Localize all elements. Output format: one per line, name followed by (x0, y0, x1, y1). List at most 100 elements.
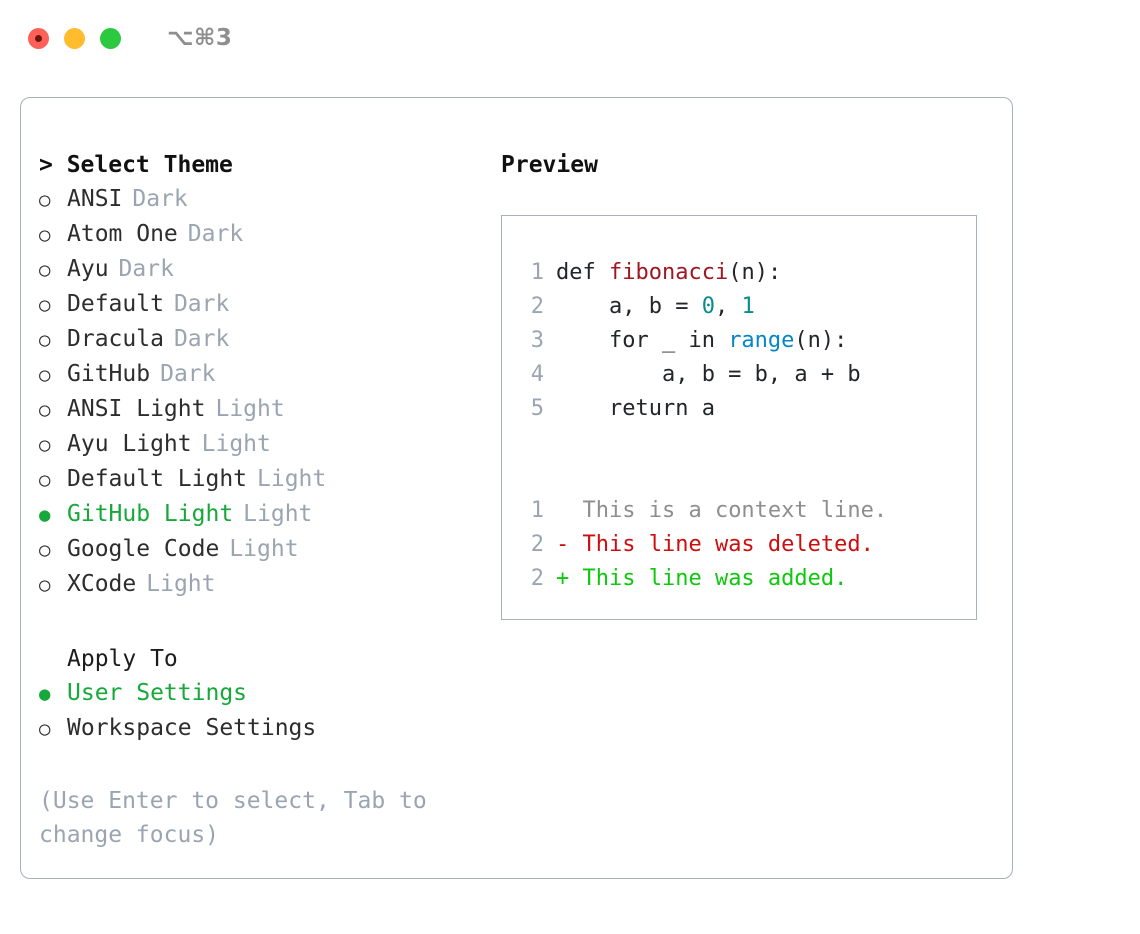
apply-to-list[interactable]: ● User Settings ○ Workspace Settings (39, 676, 479, 746)
code-token: return a (556, 396, 715, 421)
code-token: for _ in (556, 328, 729, 353)
theme-option-kind: Light (201, 431, 271, 457)
radio-unselected-icon[interactable]: ○ (39, 434, 51, 456)
diff-sign (556, 494, 569, 528)
code-token: 0 (701, 294, 715, 319)
radio-unselected-icon[interactable]: ○ (39, 224, 51, 246)
close-button[interactable] (28, 27, 49, 49)
theme-option-name: Ayu Light (67, 431, 192, 457)
code-token: fibonacci (608, 260, 729, 285)
code-blank-line (518, 426, 966, 460)
theme-option-kind: Light (257, 466, 327, 492)
apply-to-option-row[interactable]: ○ Workspace Settings (39, 711, 479, 746)
code-line-content: return a (556, 392, 715, 426)
radio-selected-icon[interactable]: ● (39, 683, 51, 705)
code-line-content: def fibonacci(n): (556, 256, 781, 290)
zoom-button[interactable] (100, 27, 121, 49)
code-token: 1 (741, 294, 755, 319)
window-controls (28, 27, 121, 49)
theme-option-row[interactable]: ● GitHub Light Light (39, 497, 479, 532)
theme-option-kind: Light (146, 571, 216, 597)
keyboard-shortcut-label: ⌥⌘3 (167, 25, 233, 51)
theme-option-name: GitHub Light (67, 501, 234, 527)
code-token: (n): (794, 328, 848, 353)
radio-unselected-icon[interactable]: ○ (39, 189, 51, 211)
diff-line-number: 1 (530, 498, 544, 523)
code-token: def (556, 260, 609, 285)
code-blank-line (518, 460, 966, 494)
radio-unselected-icon[interactable]: ○ (39, 364, 51, 386)
theme-option-kind: Dark (173, 326, 230, 352)
theme-option-kind: Dark (160, 361, 216, 387)
theme-option-row[interactable]: ○ Default Light Light (39, 462, 479, 497)
diff-sign: - (556, 532, 570, 557)
code-line-number: 1 (530, 260, 544, 285)
apply-to-option-row[interactable]: ● User Settings (39, 676, 479, 711)
theme-option-kind: Light (215, 396, 285, 422)
diff-sign: + (556, 566, 570, 591)
theme-option-row[interactable]: ○ Dracula Dark (39, 322, 479, 357)
theme-option-row[interactable]: ○ ANSI Light Light (39, 392, 479, 427)
theme-option-kind: Dark (187, 221, 244, 247)
diff-line-text: This line was added. (569, 566, 848, 591)
minimize-button[interactable] (64, 27, 85, 49)
radio-unselected-icon[interactable]: ○ (39, 294, 51, 316)
code-line-content: for _ in range(n): (556, 324, 847, 358)
diff-line: 2- This line was deleted. (518, 528, 966, 562)
title-bar: ⌥⌘3 (0, 0, 1140, 76)
radio-selected-icon[interactable]: ● (39, 504, 51, 526)
theme-option-name: GitHub (67, 361, 151, 387)
radio-unselected-icon[interactable]: ○ (39, 469, 51, 491)
code-line-number: 2 (530, 294, 544, 319)
code-line-content: a, b = b, a + b (556, 358, 861, 392)
theme-option-name: Dracula (67, 326, 164, 352)
radio-unselected-icon[interactable]: ○ (39, 399, 51, 421)
theme-option-name: Default Light (67, 466, 248, 492)
code-line-content: a, b = 0, 1 (556, 290, 755, 324)
theme-option-row[interactable]: ○ GitHub Dark (39, 357, 479, 392)
radio-unselected-icon[interactable]: ○ (39, 259, 51, 281)
apply-to-block: Apply To ● User Settings ○ Workspace Settin… (39, 642, 479, 746)
code-line-number: 5 (530, 396, 544, 421)
code-line-number: 3 (530, 328, 544, 353)
theme-option-row[interactable]: ○ Ayu Light Light (39, 427, 479, 462)
apply-to-header: Apply To (67, 646, 178, 672)
code-line: 1 def fibonacci(n): (518, 256, 966, 290)
theme-option-name: Ayu (67, 256, 109, 282)
radio-unselected-icon[interactable]: ○ (39, 329, 51, 351)
code-token: (n): (728, 260, 782, 285)
apply-to-option-label: Workspace Settings (67, 715, 317, 741)
radio-unselected-icon[interactable]: ○ (39, 718, 51, 740)
keyboard-hint-text: (Use Enter to select, Tab to change focu… (39, 788, 427, 848)
apply-to-option-label: User Settings (67, 680, 248, 706)
radio-unselected-icon[interactable]: ○ (39, 574, 51, 596)
code-line: 5 return a (518, 392, 966, 426)
theme-option-name: Google Code (67, 536, 220, 562)
select-theme-header: > Select Theme (39, 152, 233, 178)
theme-option-name: ANSI Light (67, 396, 206, 422)
code-line-number: 4 (530, 362, 544, 387)
radio-unselected-icon[interactable]: ○ (39, 539, 51, 561)
code-line: 4 a, b = b, a + b (518, 358, 966, 392)
code-line: 2 a, b = 0, 1 (518, 290, 966, 324)
theme-option-row[interactable]: ○ Google Code Light (39, 532, 479, 567)
theme-option-name: Default (67, 291, 164, 317)
theme-option-kind: Light (243, 501, 313, 527)
code-token: a, b = (556, 294, 702, 319)
theme-option-row[interactable]: ○ XCode Light (39, 567, 479, 602)
diff-line-text: This line was deleted. (569, 532, 874, 557)
theme-option-name: XCode (67, 571, 137, 597)
diff-line-number: 2 (530, 566, 544, 591)
theme-option-kind: Light (229, 536, 299, 562)
